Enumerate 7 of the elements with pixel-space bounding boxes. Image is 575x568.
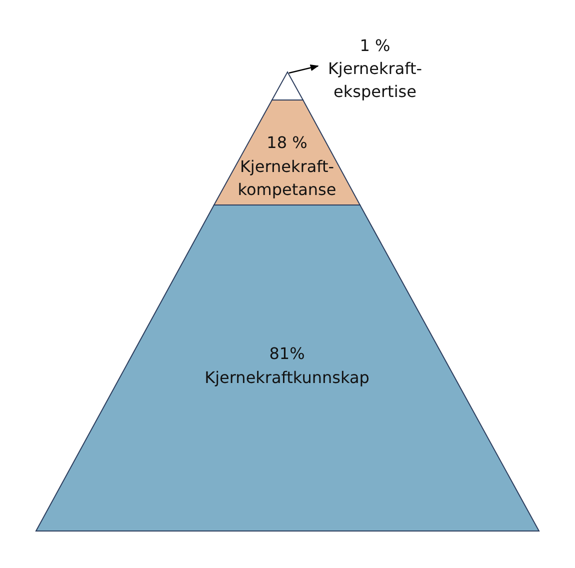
level-label: Kjernekraft-kompetanse (237, 156, 337, 201)
percentage-label: 18 % (266, 132, 308, 154)
percentage-label: 81% (268, 343, 306, 365)
arrow (288, 64, 319, 74)
level-label: Kjernekraftkunnskap (204, 367, 370, 389)
level-label: Kjernekraft-ekspertise (326, 58, 424, 103)
percentage-label: 1 % (358, 35, 392, 57)
